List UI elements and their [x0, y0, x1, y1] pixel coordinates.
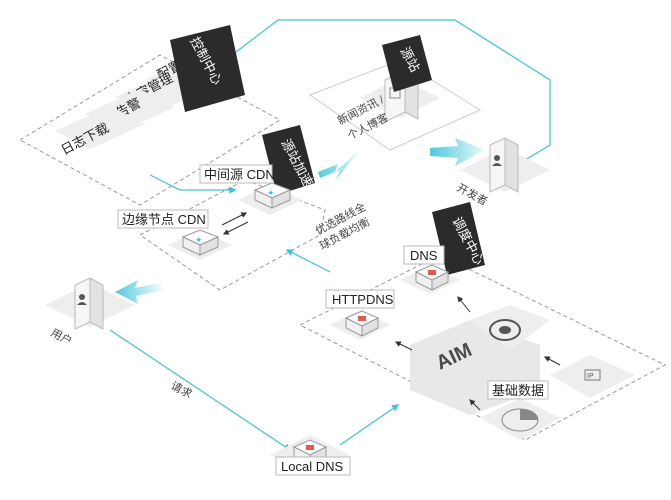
mid-cdn-icon: ✦ [267, 189, 275, 199]
cdn-arrow-up [221, 212, 248, 226]
dns-label: DNS [410, 248, 438, 263]
localdns-to-scheduling-line [339, 404, 400, 446]
developer-label: 开发者 [455, 180, 491, 208]
control-center-title-tab [170, 25, 245, 112]
scheduling-group: 调度中心 AIM IP 基础数据 [298, 202, 667, 441]
control-to-cdn-line [149, 174, 237, 194]
mid-cdn-label: 中间源 CDN [204, 167, 275, 182]
control-to-developer-line [235, 19, 551, 161]
mid-cdn-label-box [199, 164, 273, 184]
ip-icon-text: IP [587, 373, 594, 380]
cdn-dashed-panel [139, 179, 326, 291]
origin-to-cdn-arrow [318, 150, 360, 180]
aim-to-dns-arrow [457, 296, 471, 313]
local-dns-label: Local DNS [281, 459, 343, 474]
ip-to-aim-arrow [543, 356, 561, 366]
edge-cdn-node: ✦ [181, 229, 220, 256]
edge-cdn-label: 边缘节点 CDN [122, 212, 206, 227]
local-dns-label-box [275, 456, 351, 476]
httpdns-label: HTTPDNS [332, 292, 394, 307]
dns-server [400, 264, 460, 294]
developer-group: 开发者 [455, 137, 550, 208]
aim-to-httpdns-arrow [394, 341, 413, 351]
target-icon [470, 305, 550, 350]
basic-data-label: 基础数据 [492, 383, 544, 398]
data-to-aim-arrow [469, 399, 481, 411]
pie-chart-icon [480, 398, 560, 440]
ip-icon: IP [550, 355, 635, 398]
httpdns-server [330, 310, 390, 340]
cdn-arrow-down [222, 221, 249, 235]
mid-cdn-node: ✦ [253, 182, 292, 209]
cdn-to-user-arrow [115, 280, 165, 304]
developer-person-icon [492, 155, 502, 166]
edge-cdn-label-box [117, 209, 209, 229]
user-person-icon [77, 294, 87, 305]
scheduling-dashed-panel [298, 254, 667, 441]
user-label: 用户 [49, 325, 75, 348]
cdn-group: 源站加速 ✦ 中间源 CDN ✦ 边缘节点 CDN [117, 125, 360, 291]
scheduling-title-tab [432, 202, 485, 275]
origin-station-group: 新闻资讯 / 个人博客 源站 [308, 35, 482, 151]
local-dns-group: Local DNS [270, 435, 351, 476]
developer-to-origin-arrow [430, 138, 485, 166]
origin-title-tab [382, 35, 432, 92]
httpdns-label-box [325, 289, 395, 309]
request-label: 请求 [169, 379, 195, 401]
route-arrow [285, 249, 331, 273]
basic-data-label-box [487, 380, 549, 400]
user-to-localdns-line [109, 329, 292, 451]
dns-label-box [403, 245, 445, 265]
cdn-title-tab [262, 125, 315, 195]
edge-cdn-icon: ✦ [195, 236, 203, 246]
